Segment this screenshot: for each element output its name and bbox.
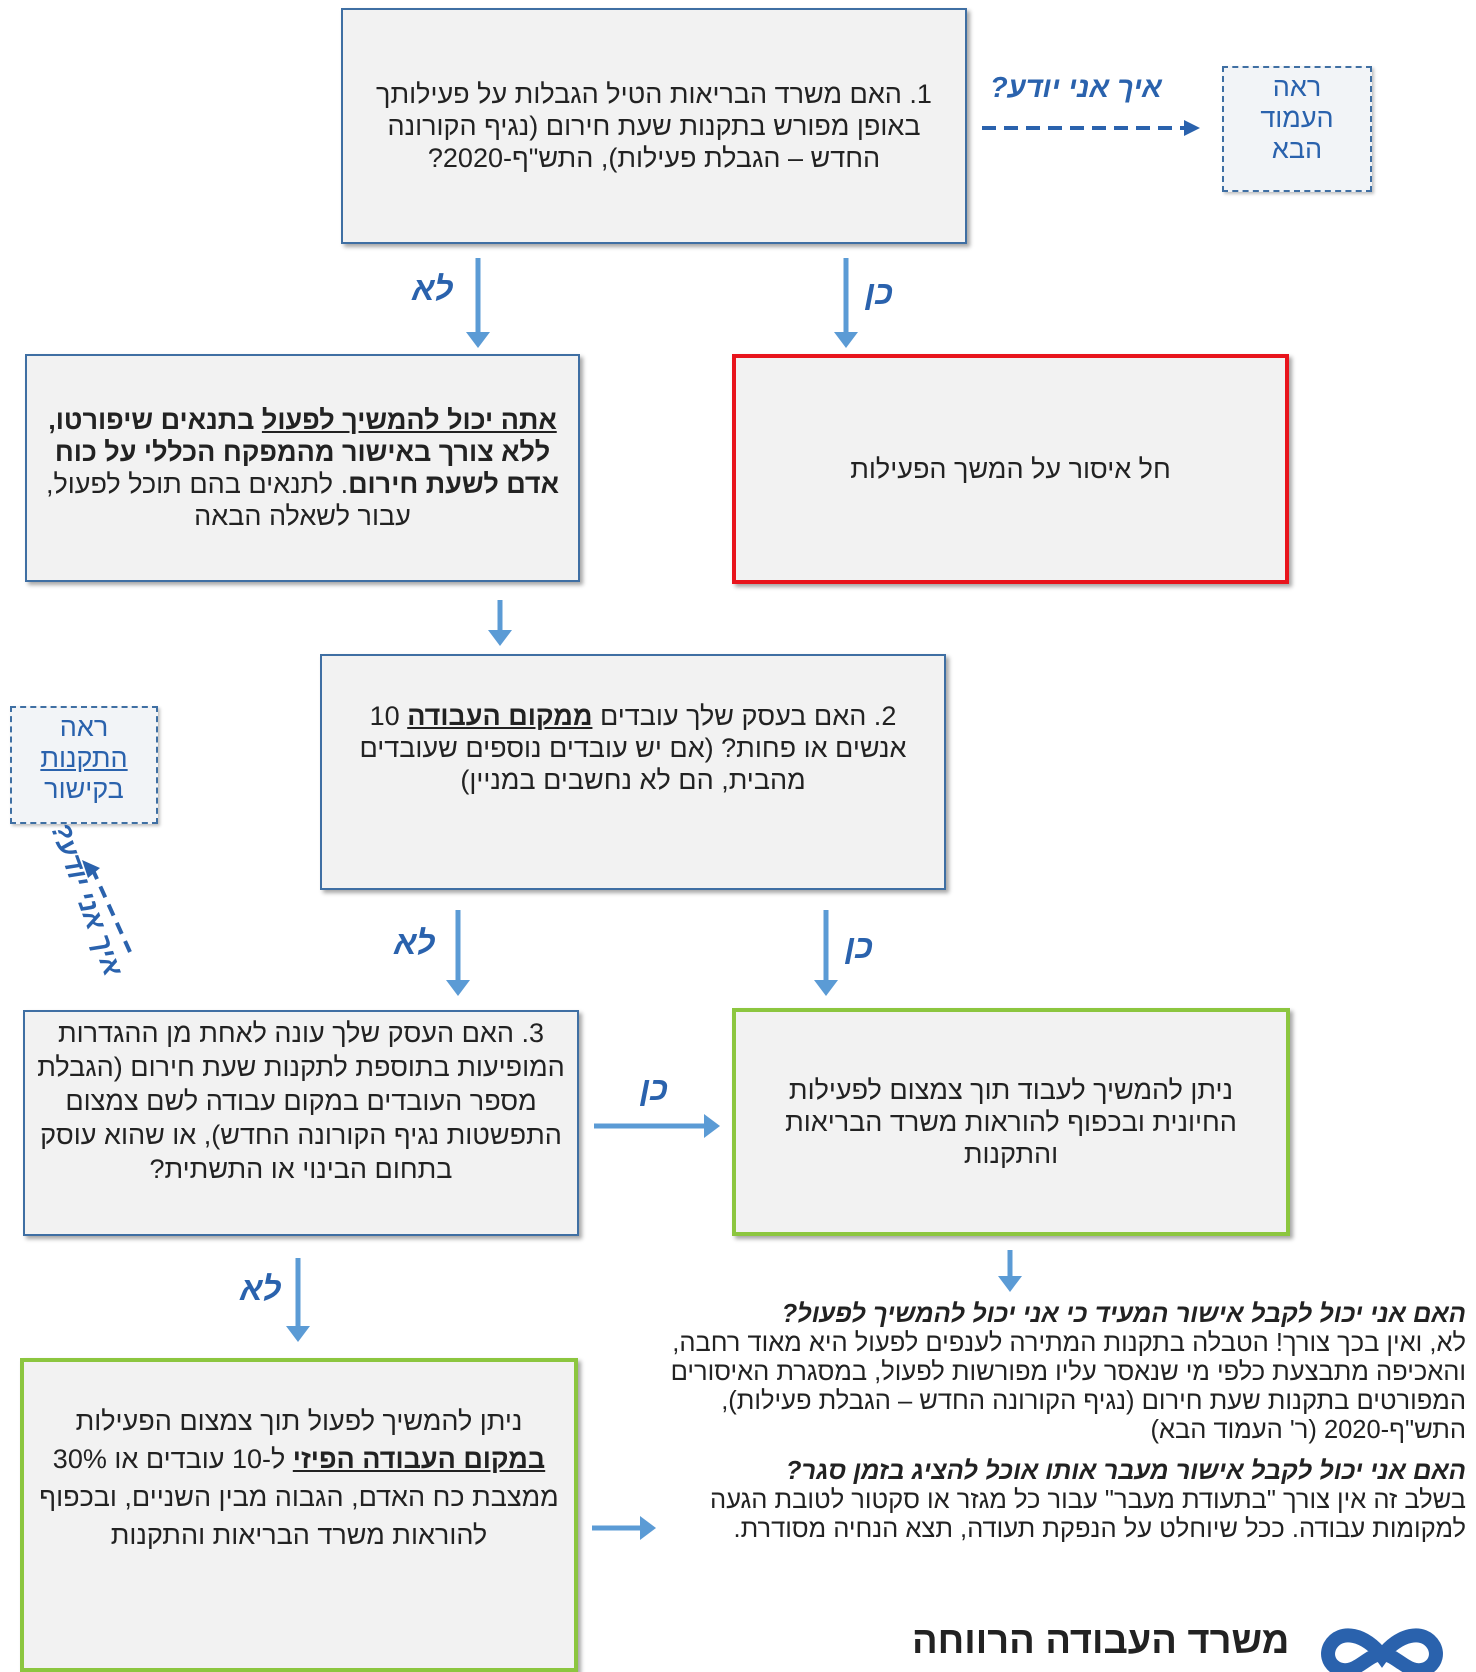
reduced-activity-rest: ל-10 עובדים או 30% ממצבת כח האדם, הגבוה … [39, 1444, 559, 1550]
arrow-q3-yes [594, 1114, 720, 1138]
question-2-emphasis: ממקום העבודה [407, 701, 593, 731]
question-2-rest: 10 אנשים או פחות? (אם יש עובדים נוספים ש… [359, 701, 907, 795]
dashed-arrow-see-next [982, 120, 1200, 136]
arrow-q3-no [286, 1258, 310, 1342]
question-1-text: 1. האם משרד הבריאות הטיל הגבלות על פעילו… [376, 79, 932, 173]
can-continue-rest: . לתנאים בהם תוכל לפעול, עבור לשאלה הבאה [45, 469, 411, 531]
dashed-arrow-see-regs [82, 860, 132, 953]
question-1-box: 1. האם משרד הבריאות הטיל הגבלות על פעילו… [341, 8, 967, 244]
question-2-lead: 2. האם בעסק שלך עובדים [592, 701, 897, 731]
see-next-page-line1: ראה [1272, 72, 1322, 102]
faq-answer-2: בשלב זה אין צורך "בתעודת מעבר" עבור כל מ… [710, 1486, 1466, 1543]
reduced-activity-emphasis: במקום העבודה הפיזי [292, 1444, 546, 1474]
can-continue-text: אתה יכול להמשיך לפעול בתנאים שיפורטו, לל… [39, 404, 566, 532]
how-do-i-know-label-1: איך אני יודע? [990, 72, 1162, 104]
arrow-essential-down [998, 1250, 1022, 1292]
arrow-reduced-faq [592, 1516, 656, 1540]
arrow-q2-no [446, 910, 470, 996]
essential-activity-text: ניתן להמשיך לעבוד תוך צמצום לפעילות החיו… [785, 1075, 1237, 1169]
label-no-3: לא [240, 1270, 282, 1307]
faq-question-1: האם אני יכול לקבל אישור המעיד כי אני יכו… [781, 1300, 1466, 1328]
arrow-to-q2 [488, 600, 512, 646]
label-no-2: לא [394, 924, 436, 961]
label-no-1: לא [412, 270, 454, 307]
can-continue-lead: אתה יכול להמשיך לפעול [261, 405, 557, 435]
question-3-box: 3. האם העסק שלך עונה לאחת מן ההגדרות המו… [23, 1010, 579, 1236]
can-continue-box: אתה יכול להמשיך לפעול בתנאים שיפורטו, לל… [25, 354, 580, 582]
see-regs-line1: ראה [59, 712, 109, 742]
prohibition-text: חל איסור על המשך הפעילות [850, 454, 1171, 484]
prohibition-box: חל איסור על המשך הפעילות [732, 354, 1289, 584]
faq-question-2: האם אני יכול לקבל אישור מעבר אותו אוכל ל… [785, 1457, 1466, 1485]
can-continue-bold: בתנאים שיפורטו, ללא צורך באישור מהמפקח ה… [48, 405, 560, 499]
question-2-box: 2. האם בעסק שלך עובדים ממקום העבודה 10 א… [320, 654, 946, 890]
see-next-page-line3: הבא [1271, 134, 1323, 164]
arrow-q2-yes [814, 910, 838, 996]
reduced-activity-text: ניתן להמשיך לפעול תוך צמצום הפעילות במקו… [39, 1406, 558, 1550]
ministry-logo-icon [1321, 1628, 1443, 1672]
see-regs-link[interactable]: התקנות [40, 743, 128, 773]
see-next-page-note[interactable]: ראה העמוד הבא [1222, 66, 1372, 192]
label-yes-2: כן [845, 928, 874, 965]
see-regs-line3: בקישור [44, 774, 124, 804]
ministry-logo-text: משרד העבודה הרווחה [912, 1620, 1290, 1662]
arrow-q1-yes [834, 258, 858, 348]
faq-section: האם אני יכול לקבל אישור המעיד כי אני יכו… [660, 1300, 1466, 1544]
reduced-activity-lead: ניתן להמשיך לפעול תוך צמצום הפעילות [75, 1406, 523, 1436]
see-next-page-line2: העמוד [1260, 103, 1334, 133]
label-yes-3: כן [640, 1070, 669, 1107]
reduced-activity-box: ניתן להמשיך לפעול תוך צמצום הפעילות במקו… [20, 1358, 578, 1672]
question-3-text: 3. האם העסק שלך עונה לאחת מן ההגדרות המו… [37, 1018, 565, 1184]
question-2-text: 2. האם בעסק שלך עובדים ממקום העבודה 10 א… [360, 701, 907, 795]
arrow-q1-no [466, 258, 490, 348]
see-regulations-note[interactable]: ראה התקנות בקישור [10, 706, 158, 824]
faq-answer-1: לא, ואין בכך צורך! הטבלה בתקנות המתירה ל… [670, 1329, 1466, 1444]
label-yes-1: כן [865, 274, 894, 311]
essential-activity-box: ניתן להמשיך לעבוד תוך צמצום לפעילות החיו… [732, 1008, 1290, 1236]
